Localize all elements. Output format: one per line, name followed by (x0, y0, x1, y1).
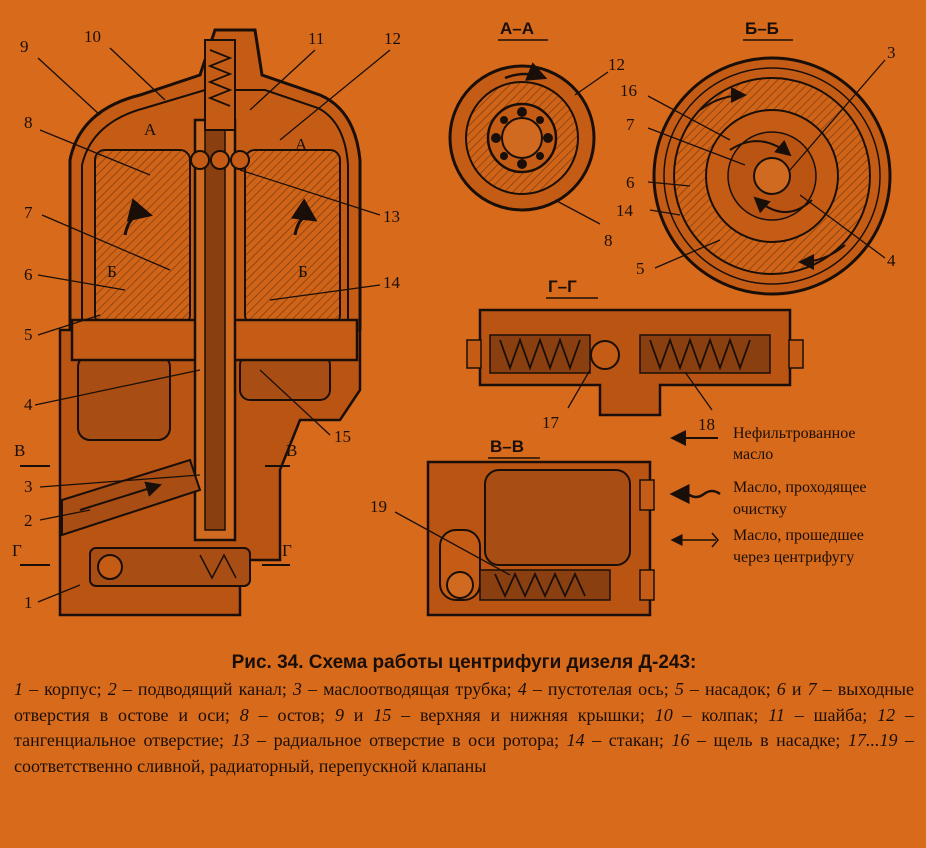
section-vv: В–В 19 (370, 437, 655, 617)
caption-item-text: – остов; (248, 704, 335, 725)
section-gg-title: Г–Г (548, 277, 577, 296)
part-label-5-main: 5 (24, 325, 33, 344)
part-label-14-main: 14 (383, 273, 401, 292)
part-label-14-bb: 14 (616, 201, 634, 220)
caption-item-text: – радиальное отверстие в оси ротора; (249, 730, 567, 750)
main-section: А А Б Б В В Г Г 9 (12, 27, 401, 617)
caption-item-number: 12 (877, 704, 896, 725)
part-label-6-main: 6 (24, 265, 33, 284)
caption-item-number: 9 (334, 704, 344, 725)
cut-mark-b-left: Б (107, 262, 117, 281)
caption-item-text: – насадок; (683, 679, 777, 699)
legend-cleaning-line1: Масло, проходящее (733, 479, 867, 496)
caption-item-number: 6 (776, 679, 786, 699)
part-label-2: 2 (24, 511, 33, 530)
caption-item-number: 5 (674, 679, 684, 699)
caption-item-text: – подводящий канал; (116, 679, 293, 699)
caption-item-text: – колпак; (672, 704, 769, 725)
flow-legend: Нефильтрованное масло Масло, проходящее … (669, 425, 867, 566)
cut-mark-a-left: А (144, 120, 157, 139)
caption-item-text: – выходные отверстия в остове и оси; (14, 679, 914, 725)
section-vv-title: В–В (490, 437, 524, 456)
caption-item-text: и (343, 704, 374, 725)
part-label-17: 17 (542, 413, 560, 432)
caption-item-number: 15 (373, 704, 392, 725)
caption-item-text: – тангенциальное отверстие; (14, 704, 915, 751)
caption-item-number: 3 (292, 679, 302, 699)
caption-item-text: – верхняя и нижняя крышки; (391, 704, 655, 725)
part-label-7-bb: 7 (626, 115, 635, 134)
legend-cleaning-line2: очистку (733, 501, 787, 518)
part-label-16: 16 (620, 81, 637, 100)
section-aa: А–А 12 8 (448, 19, 625, 250)
part-label-15: 15 (334, 427, 351, 446)
caption-item-number: 8 (239, 704, 249, 725)
section-bb-title: Б–Б (745, 19, 779, 38)
caption-item-number: 7 (807, 679, 817, 699)
cut-mark-b-right: Б (298, 262, 308, 281)
caption-item-text: – корпус; (23, 679, 108, 699)
part-label-8-main: 8 (24, 113, 33, 132)
part-label-7-main: 7 (24, 203, 33, 222)
cut-mark-a-right: А (295, 135, 308, 154)
part-label-6-bb: 6 (626, 173, 635, 192)
section-bb: Б–Б 3 16 7 6 14 5 4 (616, 19, 896, 296)
legend-unfiltered-line2: масло (733, 446, 773, 463)
legend-passed-line1: Масло, прошедшее (733, 527, 864, 544)
caption-item-number: 11 (768, 704, 785, 725)
part-label-5-bb: 5 (636, 259, 645, 278)
caption-item-text: – щель в насадке; (689, 730, 848, 750)
part-label-4-bb: 4 (887, 251, 896, 270)
caption-item-number: 17...19 (847, 730, 898, 750)
part-label-11: 11 (308, 29, 324, 48)
part-label-4-main: 4 (24, 395, 33, 414)
part-label-19: 19 (370, 497, 387, 516)
centrifuge-diagram: А А Б Б В В Г Г 9 (12, 19, 896, 617)
section-aa-title: А–А (500, 19, 534, 38)
section-gg: Г–Г 17 18 (466, 277, 804, 434)
caption-body: 1 – корпус; 2 – подводящий канал; 3 – ма… (14, 677, 914, 779)
caption-item-number: 4 (517, 679, 527, 699)
part-label-9: 9 (20, 37, 29, 56)
cut-mark-g-left: Г (12, 541, 22, 560)
caption-item-number: 14 (566, 730, 585, 750)
caption-item-text: – стакан; (584, 730, 672, 750)
caption-title: Рис. 34. Схема работы центрифуги дизеля … (231, 652, 697, 673)
part-label-10: 10 (84, 27, 101, 46)
part-label-3-bb: 3 (887, 43, 896, 62)
caption-item-text: – маслоотводящая трубка; (301, 679, 518, 699)
caption-item-number: 1 (14, 679, 23, 699)
legend-passed-line2: через центрифугу (733, 549, 854, 566)
caption-item-number: 13 (231, 730, 250, 750)
caption-item-number: 16 (671, 730, 690, 750)
caption-item-text: – шайба; (784, 704, 878, 725)
part-label-8-aa: 8 (604, 231, 613, 250)
cut-mark-v-left: В (14, 441, 25, 460)
part-label-12-main: 12 (384, 29, 401, 48)
figure-caption: Рис. 34. Схема работы центрифуги дизеля … (14, 652, 914, 779)
caption-item-number: 2 (107, 679, 117, 699)
cut-mark-g-right: Г (282, 541, 292, 560)
legend-unfiltered-line1: Нефильтрованное (733, 425, 856, 442)
part-label-3: 3 (24, 477, 33, 496)
caption-item-number: 10 (654, 704, 673, 725)
part-label-12-aa: 12 (608, 55, 625, 74)
part-label-18: 18 (698, 415, 715, 434)
caption-item-text: – соответственно сливной, радиаторный, п… (14, 730, 914, 776)
caption-item-text: – пустотелая ось; (526, 679, 675, 699)
caption-item-text: и (785, 679, 808, 699)
part-label-1: 1 (24, 593, 33, 612)
cut-mark-v-right: В (286, 441, 297, 460)
part-label-13: 13 (383, 207, 400, 226)
